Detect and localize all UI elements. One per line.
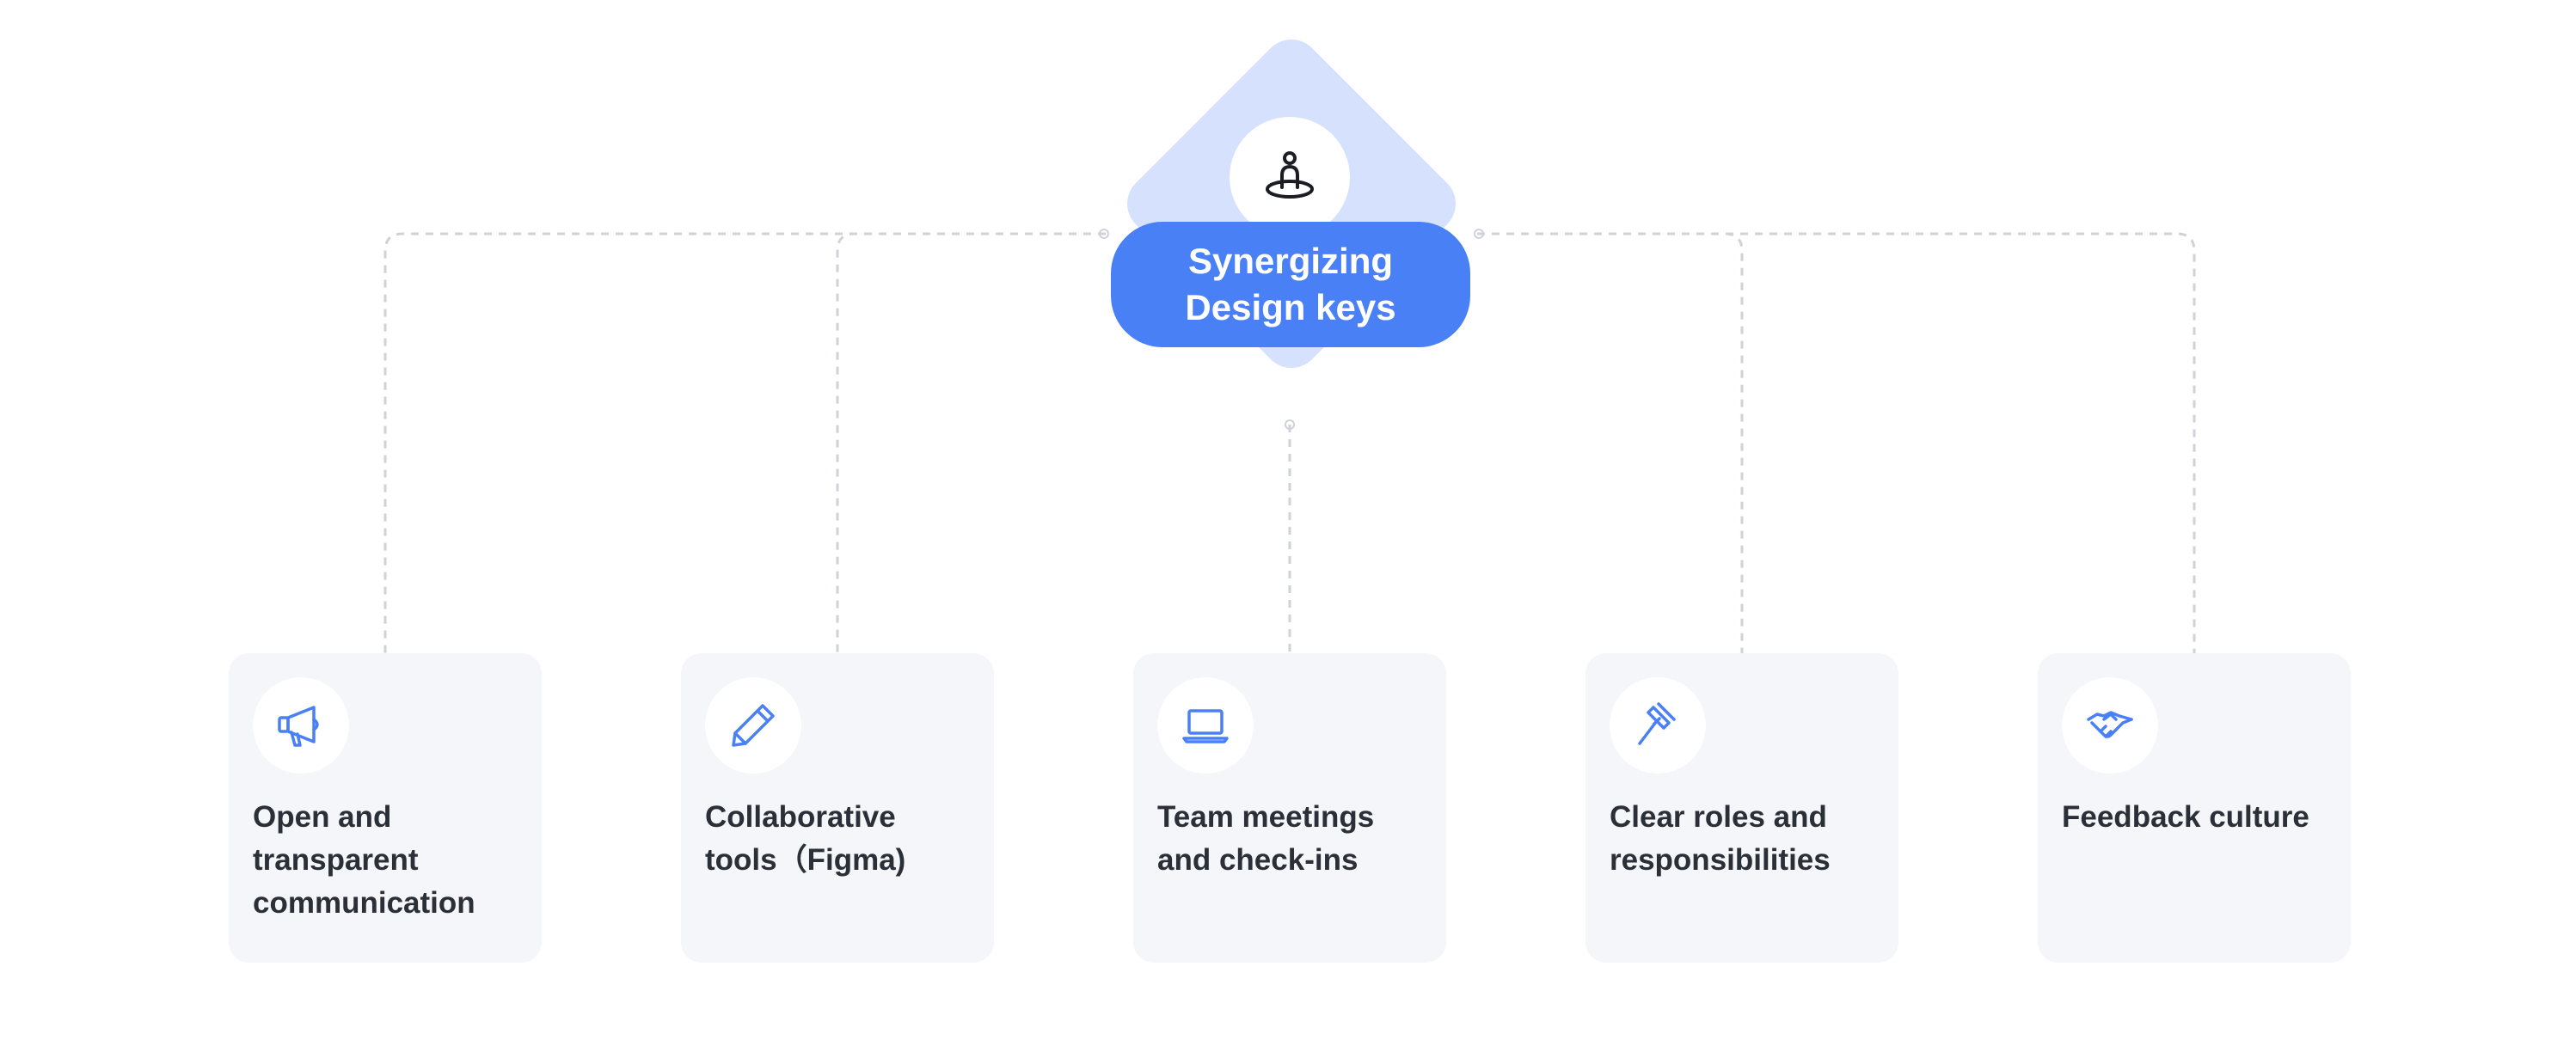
card-icon-circle	[2062, 677, 2158, 774]
connector-feedback-culture	[1477, 232, 2196, 653]
connector-node-bottom	[1285, 419, 1295, 430]
card-icon-circle	[705, 677, 801, 774]
laptop-icon	[1182, 709, 1229, 743]
megaphone-icon	[278, 706, 319, 747]
card-label: Open and transparent communication	[253, 800, 475, 920]
card-label: Clear roles and responsibilities	[1610, 800, 1831, 877]
card-label: Team meetings and check-ins	[1157, 800, 1375, 877]
card-feedback-culture: Feedback culture	[2038, 653, 2351, 963]
card-open-communication: Open and transparent communication	[229, 653, 542, 963]
card-label: Collaborative tools（Figma)	[705, 800, 906, 877]
pencil-icon	[732, 704, 775, 747]
gavel-icon	[1638, 702, 1676, 745]
card-icon-circle	[1610, 677, 1706, 774]
handshake-icon	[2087, 711, 2133, 738]
card-icon-circle	[1157, 677, 1254, 774]
card-icon-circle	[253, 677, 349, 774]
connector-node-left	[1099, 229, 1109, 239]
connector-clear-roles	[1477, 232, 1744, 653]
card-label: Feedback culture	[2062, 800, 2309, 834]
card-collaborative-tools: Collaborative tools（Figma)	[681, 653, 994, 963]
card-clear-roles: Clear roles and responsibilities	[1585, 653, 1898, 963]
connector-open-communication	[383, 232, 1106, 653]
hub-icon-circle	[1230, 117, 1350, 237]
card-team-meetings: Team meetings and check-ins	[1133, 653, 1446, 963]
connector-collaborative-tools	[836, 232, 1106, 653]
person-on-ring-icon	[1266, 151, 1314, 199]
connector-node-right	[1474, 229, 1484, 239]
hub-title: Synergizing Design keys	[1111, 222, 1470, 347]
